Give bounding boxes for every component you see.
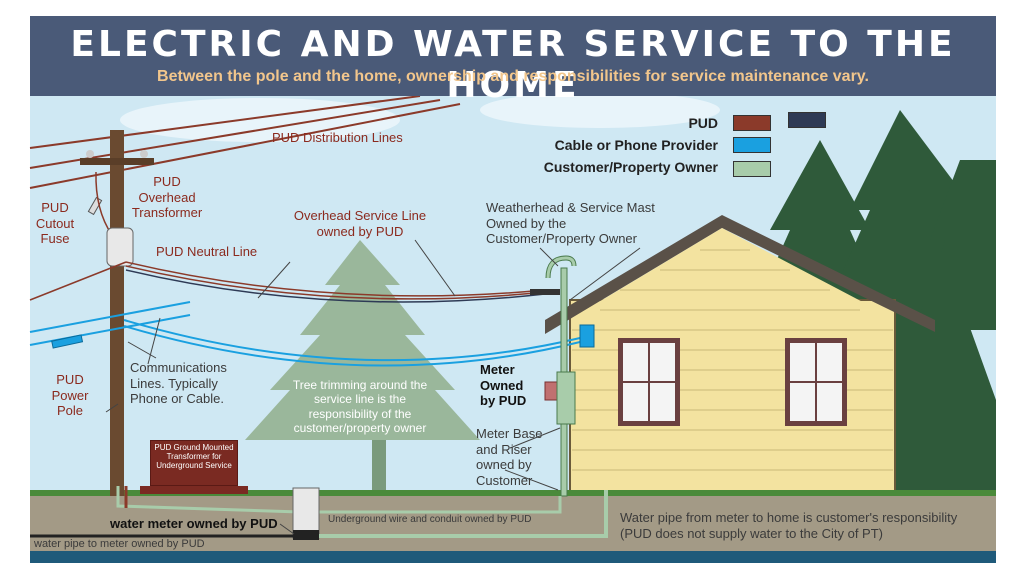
label-water-pipe-home: Water pipe from meter to home is custome… bbox=[620, 510, 958, 541]
water-meter bbox=[293, 530, 319, 540]
tree bbox=[245, 240, 480, 496]
label-distribution-lines: PUD Distribution Lines bbox=[272, 130, 403, 145]
label-neutral-line: PUD Neutral Line bbox=[156, 244, 258, 259]
legend-swatch-customer bbox=[733, 161, 771, 177]
distribution-lines bbox=[29, 95, 461, 189]
cloud bbox=[480, 92, 720, 128]
meter bbox=[544, 381, 558, 401]
label-ground-transformer: PUD Ground Mounted Transformer for Under… bbox=[150, 440, 238, 486]
legend-swatch-cable bbox=[733, 137, 771, 153]
service-line bbox=[125, 261, 546, 297]
label-overhead-service-line: Overhead Service Line owned by PUD bbox=[293, 208, 427, 239]
label-weatherhead: Weatherhead & Service Mast Owned by the … bbox=[486, 200, 655, 247]
label-tree-trimming: Tree trimming around the service line is… bbox=[292, 378, 428, 436]
customer-water-pipe bbox=[319, 490, 608, 538]
label-water-meter: water meter owned by PUD bbox=[110, 516, 278, 531]
comm-box bbox=[579, 324, 595, 348]
label-meter-base: Meter Base and Riser owned by Customer bbox=[476, 426, 543, 488]
label-meter: Meter Owned by PUD bbox=[480, 362, 527, 409]
label-overhead-transformer: PUD Overhead Transformer bbox=[131, 174, 203, 221]
label-water-pipe-meter: water pipe to meter owned by PUD bbox=[34, 538, 205, 550]
water-band bbox=[30, 551, 996, 563]
title-banner: ELECTRIC AND WATER SERVICE TO THE HOME B… bbox=[30, 16, 996, 106]
legend-swatch-pud bbox=[733, 115, 771, 131]
legend-swatch-pud-alt bbox=[788, 112, 826, 128]
legend-label-pud: PUD bbox=[688, 115, 718, 131]
overhead-transformer bbox=[106, 227, 134, 267]
label-cutout-fuse: PUD Cutout Fuse bbox=[35, 200, 75, 247]
legend-label-customer: Customer/Property Owner bbox=[543, 159, 718, 175]
label-underground-wire: Underground wire and conduit owned by PU… bbox=[328, 514, 532, 525]
house bbox=[545, 215, 935, 497]
page-subtitle: Between the pole and the home, ownership… bbox=[157, 68, 869, 85]
neutral-line bbox=[29, 261, 127, 301]
water-meter-box bbox=[292, 487, 320, 539]
grass bbox=[30, 490, 996, 496]
legend-label-cable: Cable or Phone Provider bbox=[554, 137, 718, 153]
page-title: ELECTRIC AND WATER SERVICE TO THE HOME bbox=[70, 24, 956, 106]
power-pole bbox=[80, 130, 154, 496]
meter-base bbox=[556, 371, 576, 425]
soil bbox=[30, 496, 996, 554]
label-communications: Communications Lines. Typically Phone or… bbox=[130, 360, 227, 407]
service-connector bbox=[530, 289, 560, 295]
label-power-pole: PUD Power Pole bbox=[51, 372, 89, 419]
